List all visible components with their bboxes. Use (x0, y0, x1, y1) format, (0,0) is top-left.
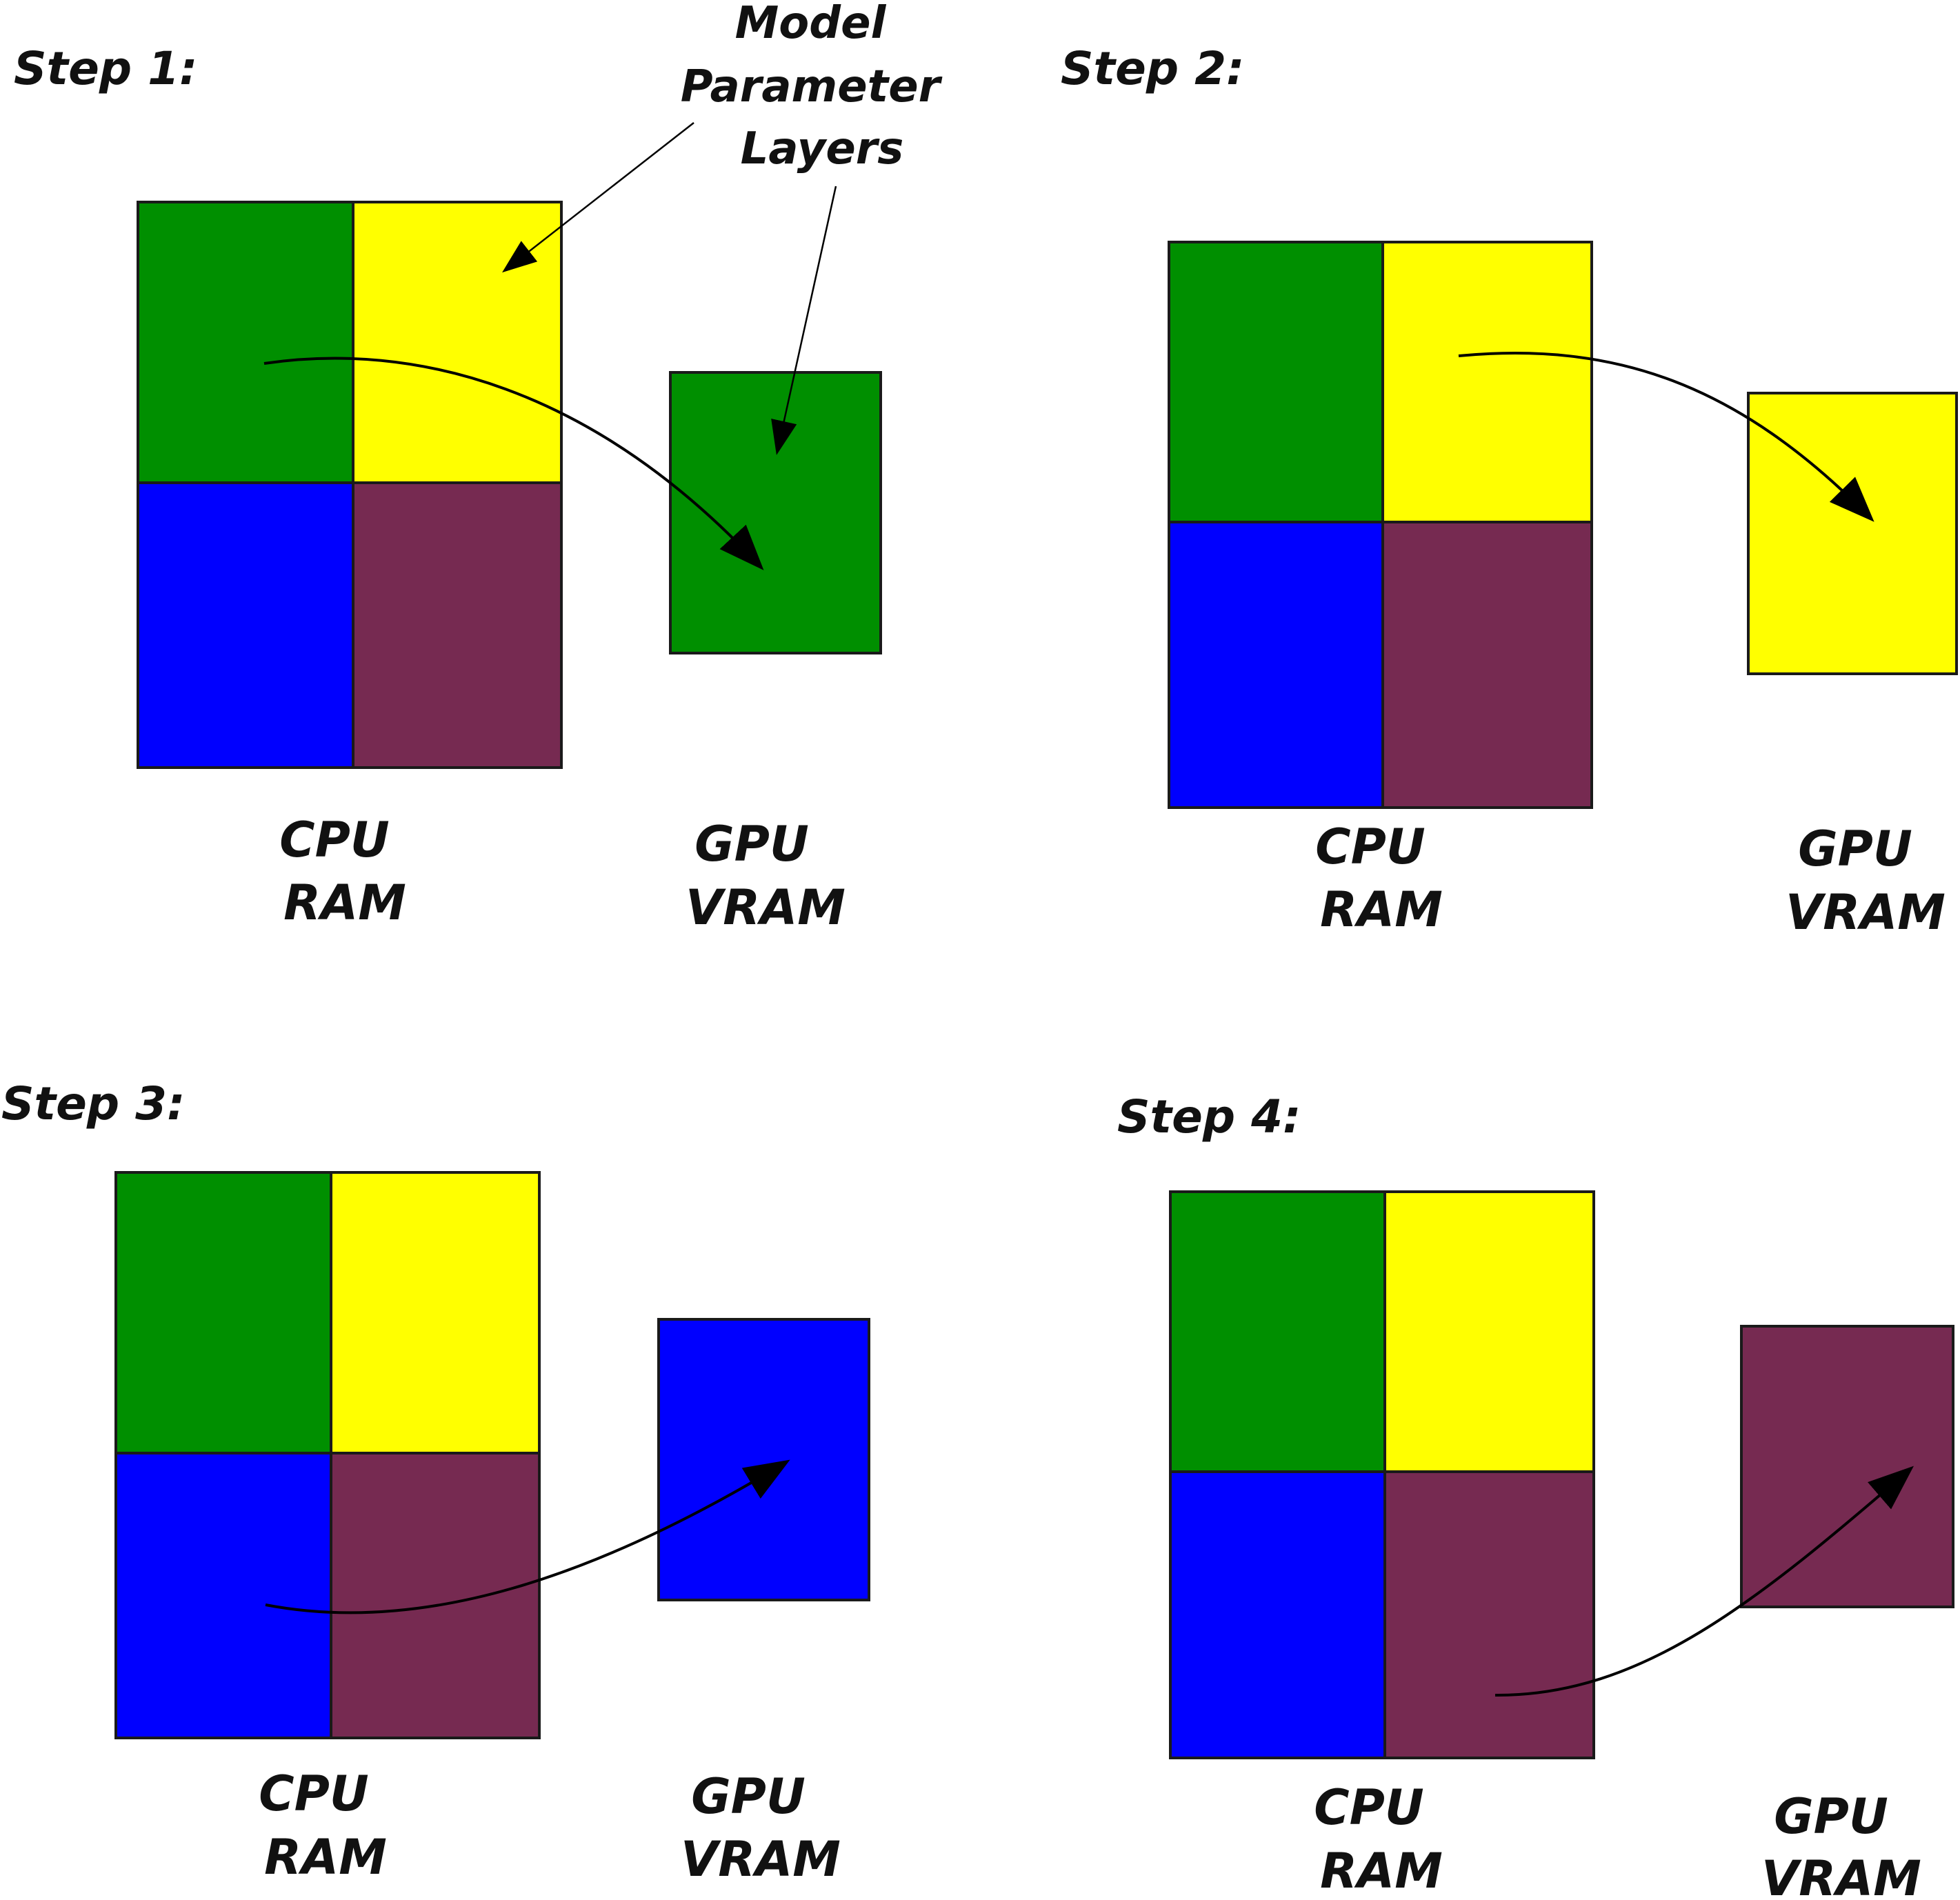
step-2-cpu-layer-4 (1381, 521, 1593, 809)
callout-line-3: Layers (741, 123, 904, 174)
step-4-transfer-arrow (1494, 1466, 1914, 1697)
step-1-title: Step 1: (14, 42, 197, 95)
step-1-cpu-layer-4 (352, 481, 563, 769)
step-3-cpu-layer-3 (114, 1452, 332, 1739)
step-3-cpu-label-line2: RAM (264, 1829, 387, 1886)
step-2-cpu-layer-2 (1381, 241, 1593, 523)
step-4-title: Step 4: (1117, 1090, 1301, 1143)
step-1-cpu-layer-3 (137, 481, 354, 769)
step-3-gpu-vram-block (657, 1318, 870, 1601)
step-2-cpu-label-line1: CPU (1315, 819, 1426, 875)
model-parameter-layers-callout: Model Parameter Layers (502, 0, 943, 455)
step-2-cpu-ram-block (1168, 241, 1593, 809)
step-1-gpu-vram-block (669, 371, 882, 654)
callout-line-1: Model (735, 0, 887, 49)
step-1-cpu-layer-1 (137, 201, 354, 484)
step-2-panel: Step 2: CPU RAM GPU VRAM (1061, 42, 1958, 941)
step-3-cpu-layer-1 (114, 1171, 332, 1454)
callout-line-2: Parameter (681, 61, 943, 112)
step-2-cpu-label-line2: RAM (1320, 881, 1443, 938)
step-4-gpu-label-line1: GPU (1774, 1788, 1888, 1845)
step-3-cpu-ram-block (114, 1171, 541, 1739)
callout-leader-to-gpu-block (771, 186, 837, 455)
step-3-gpu-label-line1: GPU (691, 1768, 806, 1825)
step-3-gpu-label-line2: VRAM (681, 1831, 841, 1888)
step-4-gpu-vram-block (1740, 1325, 1954, 1608)
step-4-cpu-ram-block (1169, 1190, 1595, 1759)
step-4-panel: Step 4: CPU RAM GPU VRAM (1117, 1090, 1954, 1900)
callout-leader-to-cpu-block (502, 122, 694, 273)
step-4-cpu-label-line2: RAM (1320, 1843, 1443, 1899)
step-2-gpu-vram-block (1747, 392, 1958, 675)
step-1-cpu-ram-block (137, 201, 563, 769)
step-3-cpu-layer-2 (330, 1171, 541, 1454)
step-4-cpu-layer-2 (1383, 1190, 1595, 1473)
step-1-panel: Step 1: CPU RAM GPU VRAM (14, 42, 882, 936)
step-1-gpu-label-line1: GPU (694, 816, 809, 872)
step-4-gpu-label-line2: VRAM (1761, 1850, 1921, 1900)
step-4-cpu-layer-1 (1169, 1190, 1386, 1473)
step-2-gpu-label-line2: VRAM (1786, 884, 1946, 941)
step-3-title: Step 3: (1, 1077, 185, 1130)
step-4-cpu-layer-3 (1169, 1470, 1386, 1759)
step-2-title: Step 2: (1061, 42, 1244, 95)
step-3-transfer-arrow (265, 1459, 790, 1614)
step-3-cpu-layer-4 (330, 1452, 541, 1739)
step-1-transfer-arrow (263, 357, 764, 570)
step-1-cpu-label-line1: CPU (279, 812, 390, 868)
step-2-gpu-label-line1: GPU (1798, 821, 1912, 877)
step-4-cpu-label-line1: CPU (1314, 1779, 1424, 1836)
step-4-cpu-layer-4 (1383, 1470, 1595, 1759)
step-2-cpu-layer-1 (1168, 241, 1384, 523)
step-2-transfer-arrow (1458, 352, 1874, 522)
step-1-gpu-label-line2: VRAM (686, 879, 846, 936)
step-3-panel: Step 3: CPU RAM GPU VRAM (1, 1077, 870, 1888)
step-1-cpu-layer-2 (352, 201, 563, 484)
step-2-cpu-layer-3 (1168, 521, 1384, 809)
step-1-cpu-label-line2: RAM (283, 874, 406, 931)
step-3-cpu-label-line1: CPU (259, 1766, 369, 1822)
